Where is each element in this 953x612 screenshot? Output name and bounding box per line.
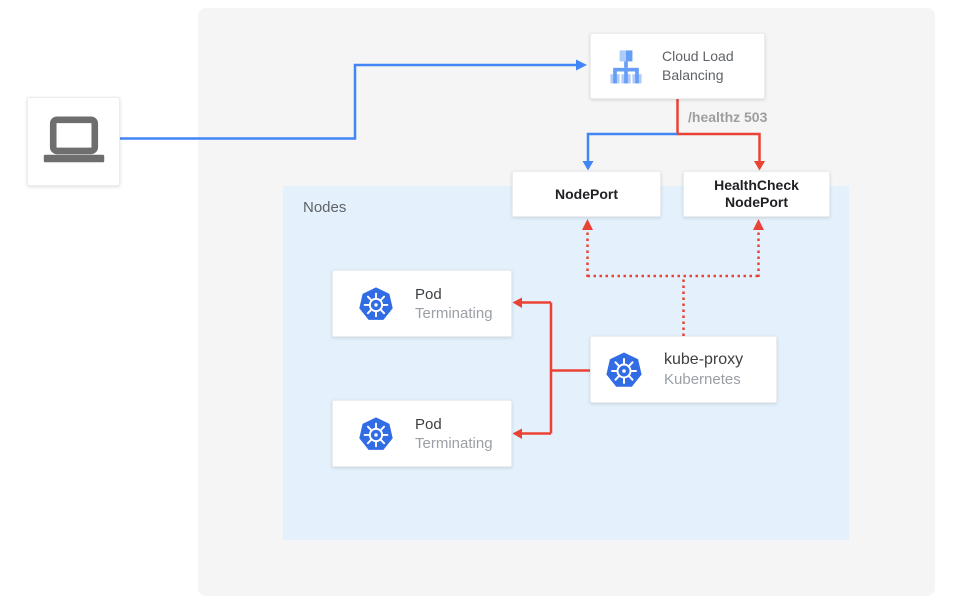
kubernetes-icon bbox=[357, 285, 395, 323]
kube-proxy-box: kube-proxy Kubernetes bbox=[590, 336, 777, 403]
pod-box: Pod Terminating bbox=[332, 270, 512, 337]
nodeport-box: NodePort bbox=[512, 171, 661, 217]
cloud-load-balancing-box: Cloud Load Balancing bbox=[590, 33, 765, 99]
kubernetes-icon bbox=[357, 415, 395, 453]
healthcheck-nodeport-box: HealthCheck NodePort bbox=[683, 171, 830, 217]
nodes-label: Nodes bbox=[303, 199, 347, 216]
nodeport-label: NodePort bbox=[555, 185, 618, 202]
laptop-icon bbox=[40, 115, 108, 168]
kubernetes-icon bbox=[604, 350, 644, 390]
pod-title: Pod bbox=[415, 285, 442, 303]
cloud-load-balancing-icon bbox=[604, 44, 648, 88]
kube-proxy-subtitle: Kubernetes bbox=[664, 371, 741, 388]
cloud-load-balancing-label: Cloud Load Balancing bbox=[662, 48, 734, 83]
pod-status: Terminating bbox=[415, 434, 493, 452]
pod-title: Pod bbox=[415, 415, 442, 433]
healthz-status-label: /healthz 503 bbox=[688, 109, 768, 125]
client-device-box bbox=[27, 97, 120, 186]
kube-proxy-title: kube-proxy bbox=[664, 351, 744, 368]
pod-box: Pod Terminating bbox=[332, 400, 512, 467]
pod-status: Terminating bbox=[415, 304, 493, 322]
healthcheck-nodeport-label: HealthCheck NodePort bbox=[714, 177, 799, 210]
